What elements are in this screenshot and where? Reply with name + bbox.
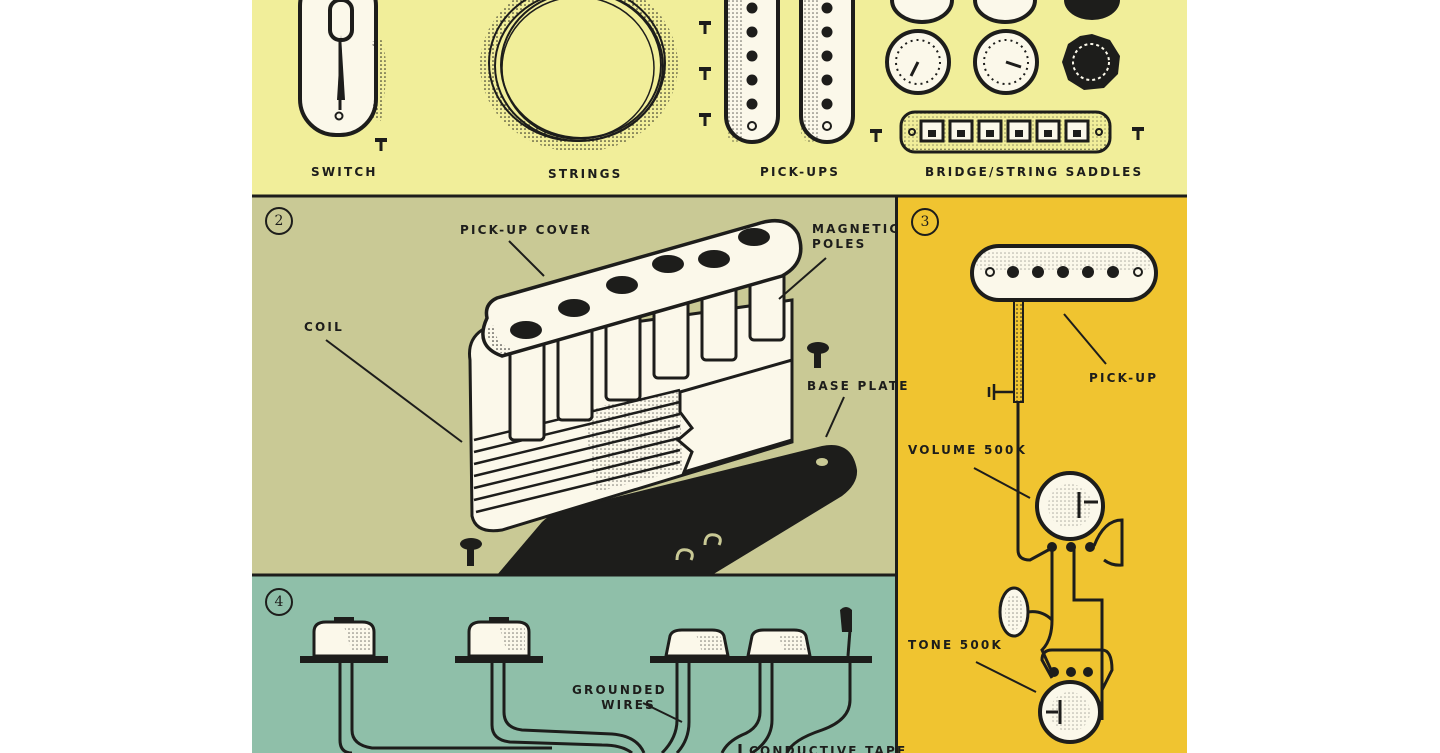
pot-side-icon [455, 617, 543, 663]
saddle-icon [919, 119, 945, 143]
switch-side-icon [650, 607, 872, 663]
magnetic-poles-label: MAGNETIC POLES [812, 222, 901, 251]
screw-icon [699, 67, 711, 80]
pickup-cover-icon [481, 218, 803, 358]
saddle-icon [1006, 119, 1032, 143]
saddle-icon [1064, 119, 1090, 143]
pickup-cover-label: PICK-UP COVER [460, 223, 593, 237]
strings-label: STRINGS [548, 167, 623, 181]
tone-knob-icon [973, 29, 1039, 95]
strings-icon [480, 0, 678, 152]
screw-icon [807, 342, 829, 368]
pickup-bar-icon [724, 0, 780, 144]
base-plate-label: BASE PLATE [807, 379, 910, 393]
tone-label: TONE 500K [908, 638, 1003, 652]
pickup-schematic-icon [970, 244, 1158, 302]
guitar-anatomy-poster: SWITCH STRINGS PICK-UPS BRIDGE/STRING SA… [252, 0, 1187, 753]
screw-icon [375, 138, 387, 151]
pickup-label: PICK-UP [1089, 371, 1159, 385]
screw-icon [699, 113, 711, 126]
coil-label: COIL [304, 320, 344, 334]
selector-knob-icon [1062, 34, 1120, 90]
conductive-tape-label: CONDUCTIVE TAPE [749, 744, 908, 753]
pole-cap-icon [510, 228, 770, 339]
volume-label: VOLUME 500K [908, 443, 1028, 457]
volume-pot-icon [1035, 471, 1105, 552]
capacitor-icon [998, 586, 1030, 638]
grounded-wires-label: GROUNDED WIRES [572, 683, 667, 712]
knob-icon [890, 0, 1120, 24]
shielding-panel [252, 576, 896, 753]
parts-panel [252, 0, 1187, 196]
screw-icon [699, 21, 711, 34]
panel-number-2: 2 [265, 207, 293, 235]
volume-knob-icon [885, 29, 951, 95]
pickup-bar-icon [799, 0, 855, 144]
saddle-icon [1035, 119, 1061, 143]
switch-label: SWITCH [311, 165, 378, 179]
saddle-icon [977, 119, 1003, 143]
pot-side-icon [300, 617, 388, 663]
base-plate-icon [497, 445, 858, 575]
saddle-icon [948, 119, 974, 143]
screw-icon [1132, 127, 1144, 140]
tone-pot-icon [1038, 667, 1102, 744]
bridge-label: BRIDGE/STRING SADDLES [925, 165, 1144, 179]
screw-icon [870, 129, 882, 142]
pickups-label: PICK-UPS [760, 165, 841, 179]
panel-number-4: 4 [265, 588, 293, 616]
ground-symbol-icon [987, 384, 1014, 400]
switch-icon [298, 0, 386, 137]
poster-illustration [252, 0, 1187, 753]
screw-icon [460, 538, 482, 566]
panel-number-3: 3 [911, 208, 939, 236]
